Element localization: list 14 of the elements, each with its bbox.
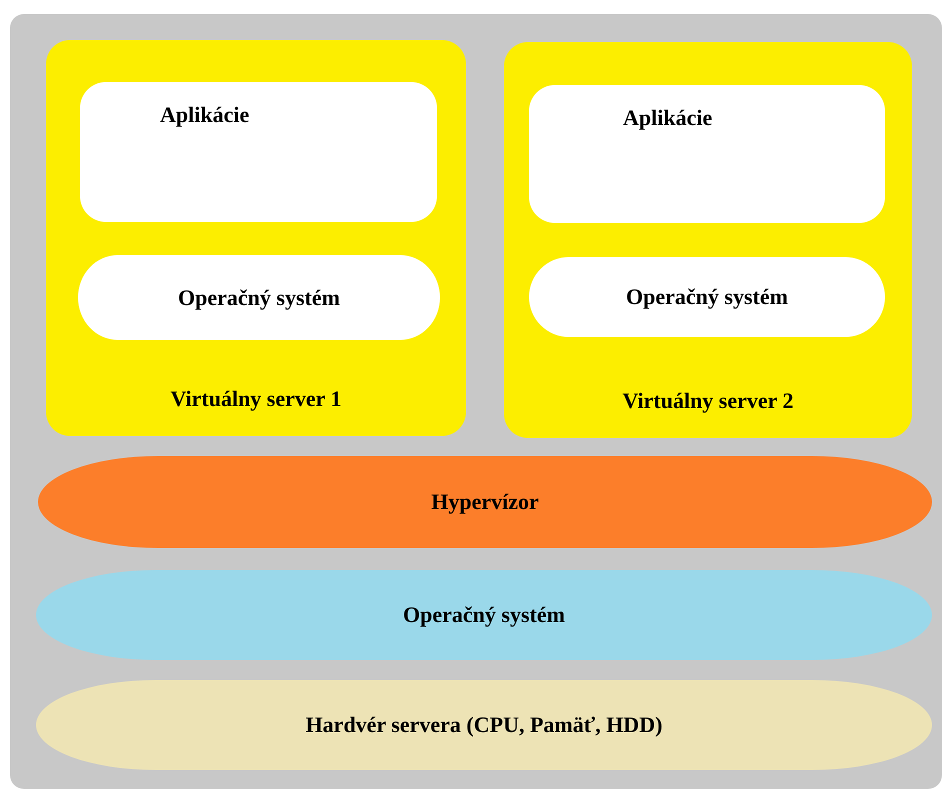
panel-heading: Virtuálny server 1 [169,386,343,412]
panel-heading: Virtuálny server 2 [621,388,795,414]
application-box [529,85,885,223]
virtual-server-panel [46,40,466,436]
band-label: Hardvér servera (CPU, Pamäť, HDD) [304,712,664,738]
box-label: Aplikácie [160,102,250,128]
application-box [80,82,437,222]
virtual-server-panel [504,42,912,438]
stack-background [10,14,942,789]
band-label: Hypervízor [430,489,540,515]
band-label: Operačný systém [177,284,341,310]
box-label: Aplikácie [623,105,712,131]
band-label: Operačný systém [625,284,789,310]
band-label: Operačný systém [402,602,566,628]
